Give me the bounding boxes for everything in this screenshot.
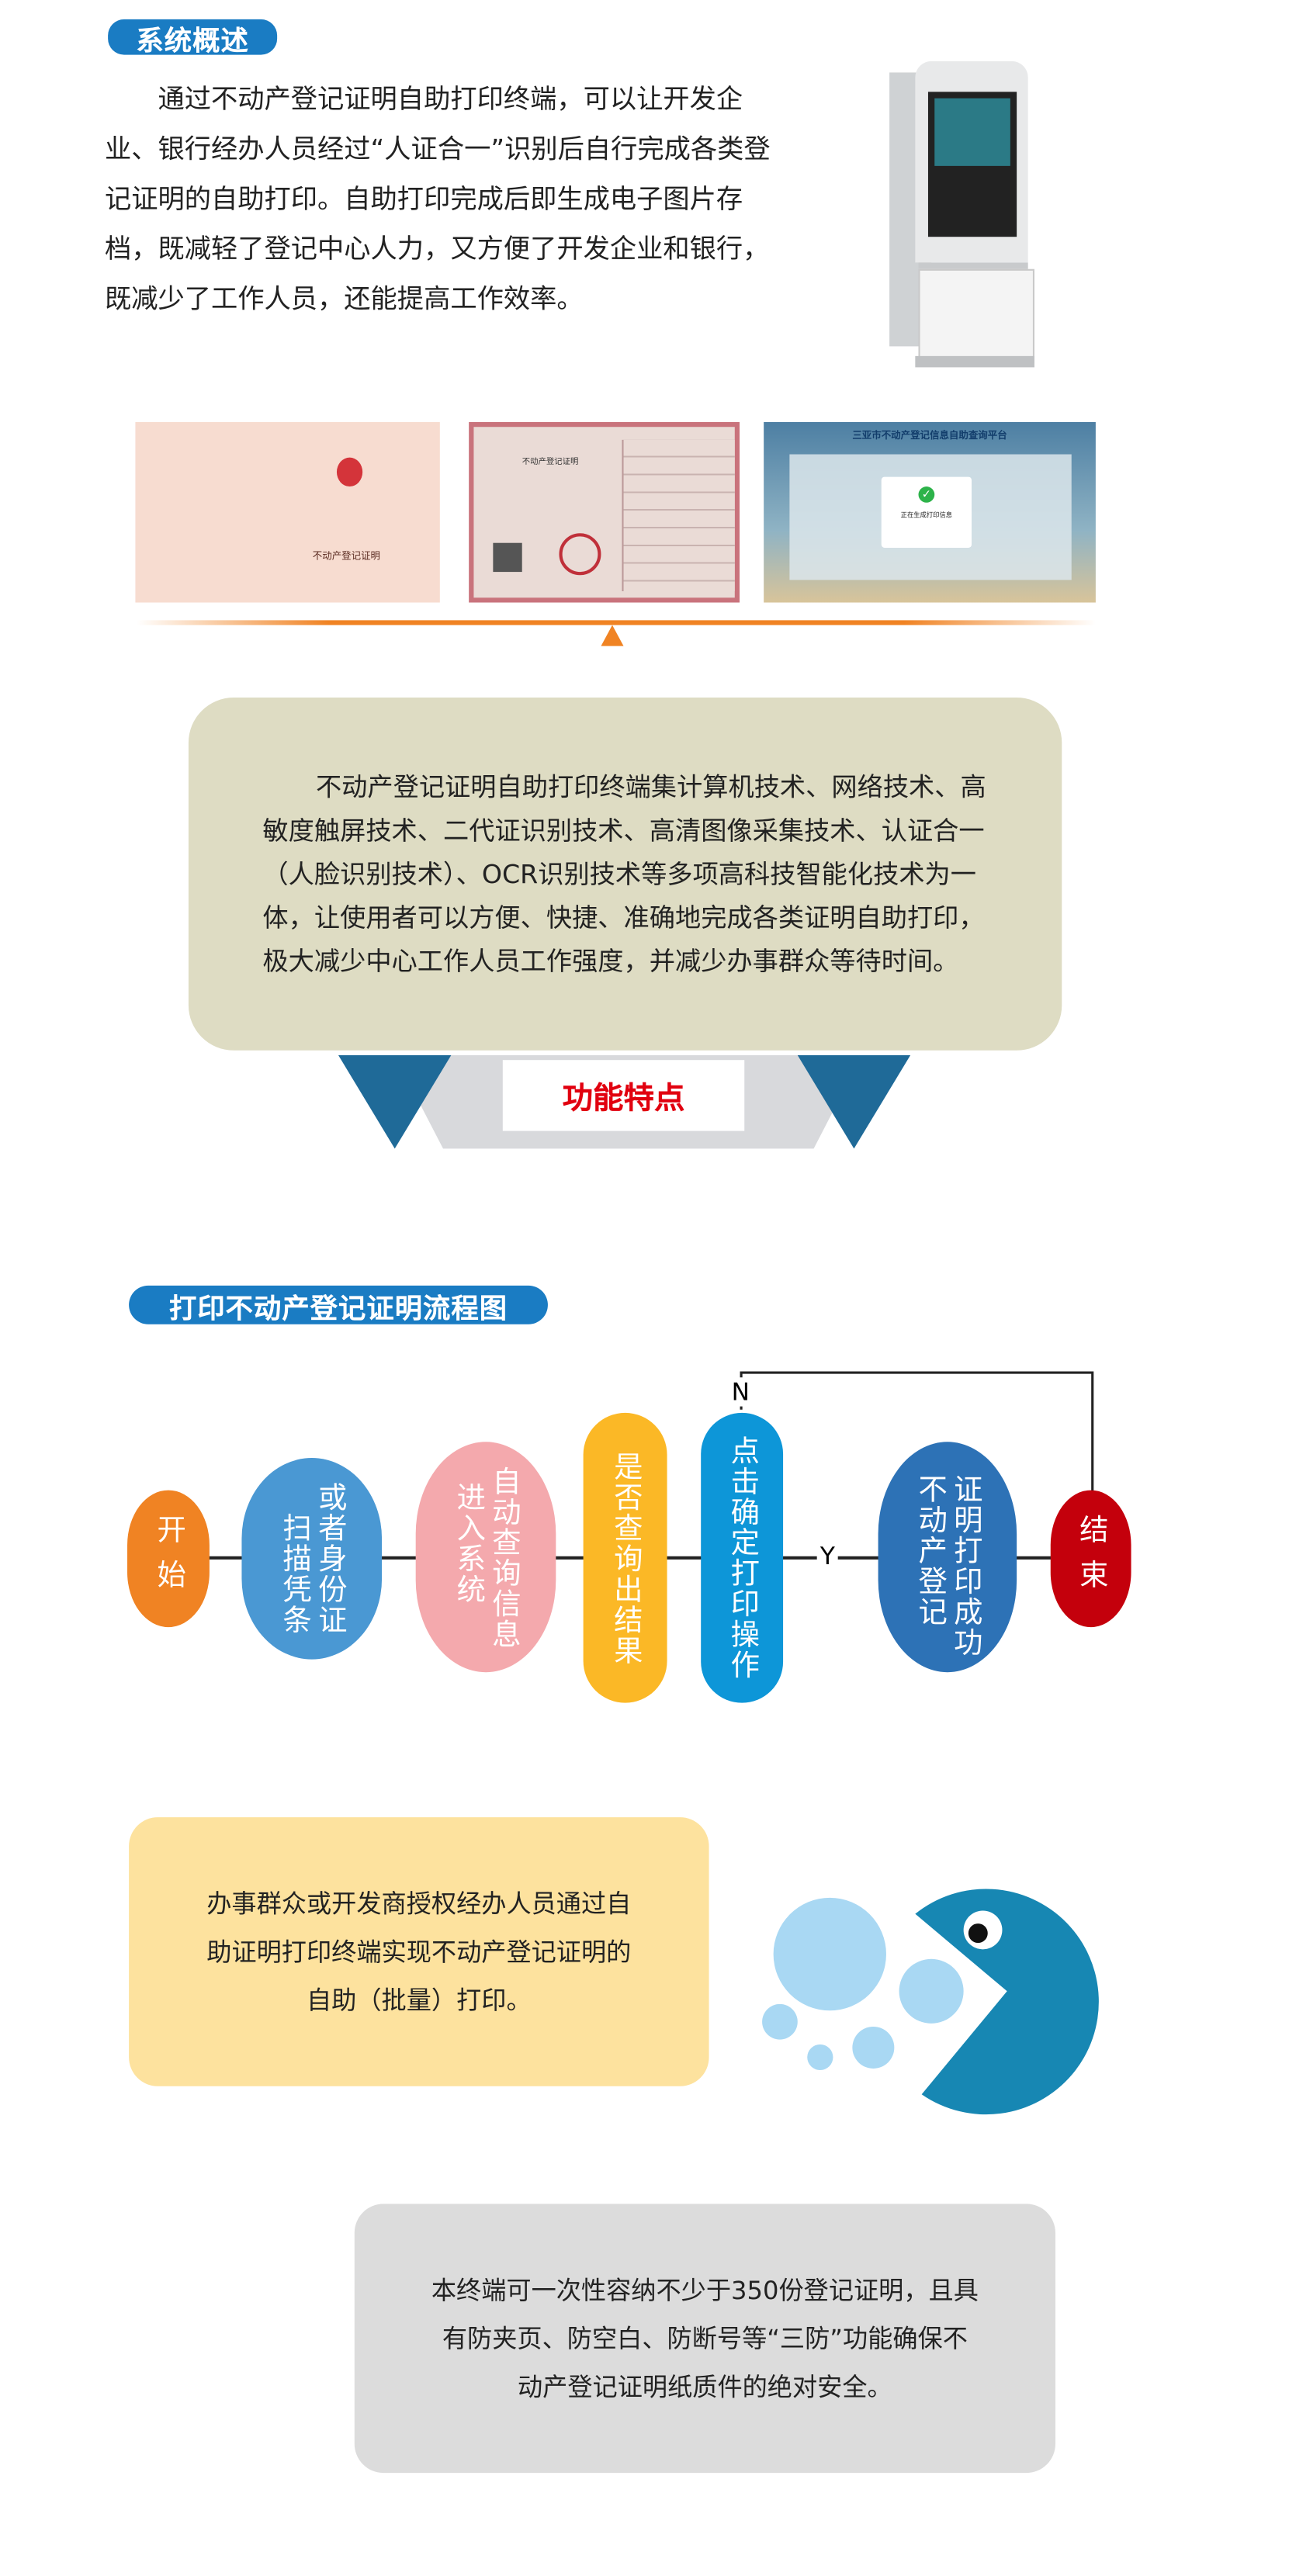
features-box: 不动产登记证明自助打印终端集计算机技术、网络技术、高敏度触屏技术、二代证识别技术… — [188, 698, 1062, 1051]
bubble — [899, 1958, 964, 2024]
info-line: 办事群众或开发商授权经办人员通过自 — [206, 1889, 632, 1918]
bubble — [762, 2003, 798, 2040]
features-label: 功能特点 — [502, 1060, 745, 1131]
info-line: 动产登记证明纸质件的绝对安全。 — [517, 2372, 892, 2401]
kiosk-screen-photo: 三亚市不动产登记信息自助查询平台 ✓ 正在生成打印信息 — [764, 421, 1096, 603]
certificate-inner-title: 不动产登记证明 — [521, 457, 579, 468]
emblem-icon — [336, 457, 363, 487]
features-paragraph: 不动产登记证明自助打印终端集计算机技术、网络技术、高敏度触屏技术、二代证识别技术… — [262, 771, 986, 977]
certificate-cover-photo: 不动产登记证明 — [135, 421, 440, 603]
bubble — [773, 1897, 886, 2011]
info-line: 助证明打印终端实现不动产登记证明的 — [206, 1937, 632, 1967]
batch-print-info-box: 办事群众或开发商授权经办人员通过自 助证明打印终端实现不动产登记证明的 自助（批… — [129, 1817, 709, 2086]
info-line: 有防夹页、防空白、防断号等“三防”功能确保不 — [442, 2324, 968, 2353]
flow-node-print-success: 不动产登记证明打印成功 — [878, 1442, 1017, 1673]
triangle-pointer — [601, 625, 624, 646]
section-title-overview: 系统概述 — [108, 19, 278, 57]
screen-title: 三亚市不动产登记信息自助查询平台 — [852, 430, 1007, 441]
flow-node-scan: 扫描凭条或者身份证 — [241, 1458, 383, 1660]
pacman-body — [915, 1889, 1099, 2115]
info-line: 本终端可一次性容纳不少于350份登记证明，且具 — [431, 2275, 979, 2305]
stand-left-triangle — [338, 1054, 452, 1149]
flow-node-query: 进入系统自动查询信息 — [415, 1442, 556, 1673]
kiosk-image — [883, 57, 1045, 368]
success-check-icon: ✓ — [918, 486, 935, 503]
certificate-inner-photo: 不动产登记证明 — [469, 421, 740, 603]
bubble — [852, 2026, 895, 2069]
orange-divider — [137, 620, 1096, 625]
pacman-pupil — [968, 1923, 988, 1944]
overview-paragraph: 通过不动产登记证明自助打印终端，可以让开发企业、银行经办人员经过“人证合一”识别… — [104, 83, 771, 314]
section-title-flow: 打印不动产登记证明流程图 — [129, 1285, 548, 1325]
capacity-info-box: 本终端可一次性容纳不少于350份登记证明，且具 有防夹页、防空白、防断号等“三防… — [354, 2204, 1055, 2474]
screen-dialog-text: 正在生成打印信息 — [900, 511, 953, 519]
flow-node-start: 开始 — [127, 1490, 210, 1628]
pacman-illustration — [762, 1889, 1099, 2115]
stand-right-triangle — [797, 1054, 911, 1149]
flow-node-end: 结束 — [1050, 1490, 1131, 1628]
flow-no-label: N — [729, 1377, 752, 1407]
flow-yes-label: Y — [816, 1542, 839, 1571]
flow-node-result-check: 是否查询出结果 — [583, 1412, 667, 1703]
certificate-cover-text: 不动产登记证明 — [312, 551, 381, 563]
info-line: 自助（批量）打印。 — [306, 1986, 532, 2015]
bubble — [807, 2044, 833, 2071]
flow-node-confirm-print: 点击确定打印操作 — [701, 1412, 784, 1703]
